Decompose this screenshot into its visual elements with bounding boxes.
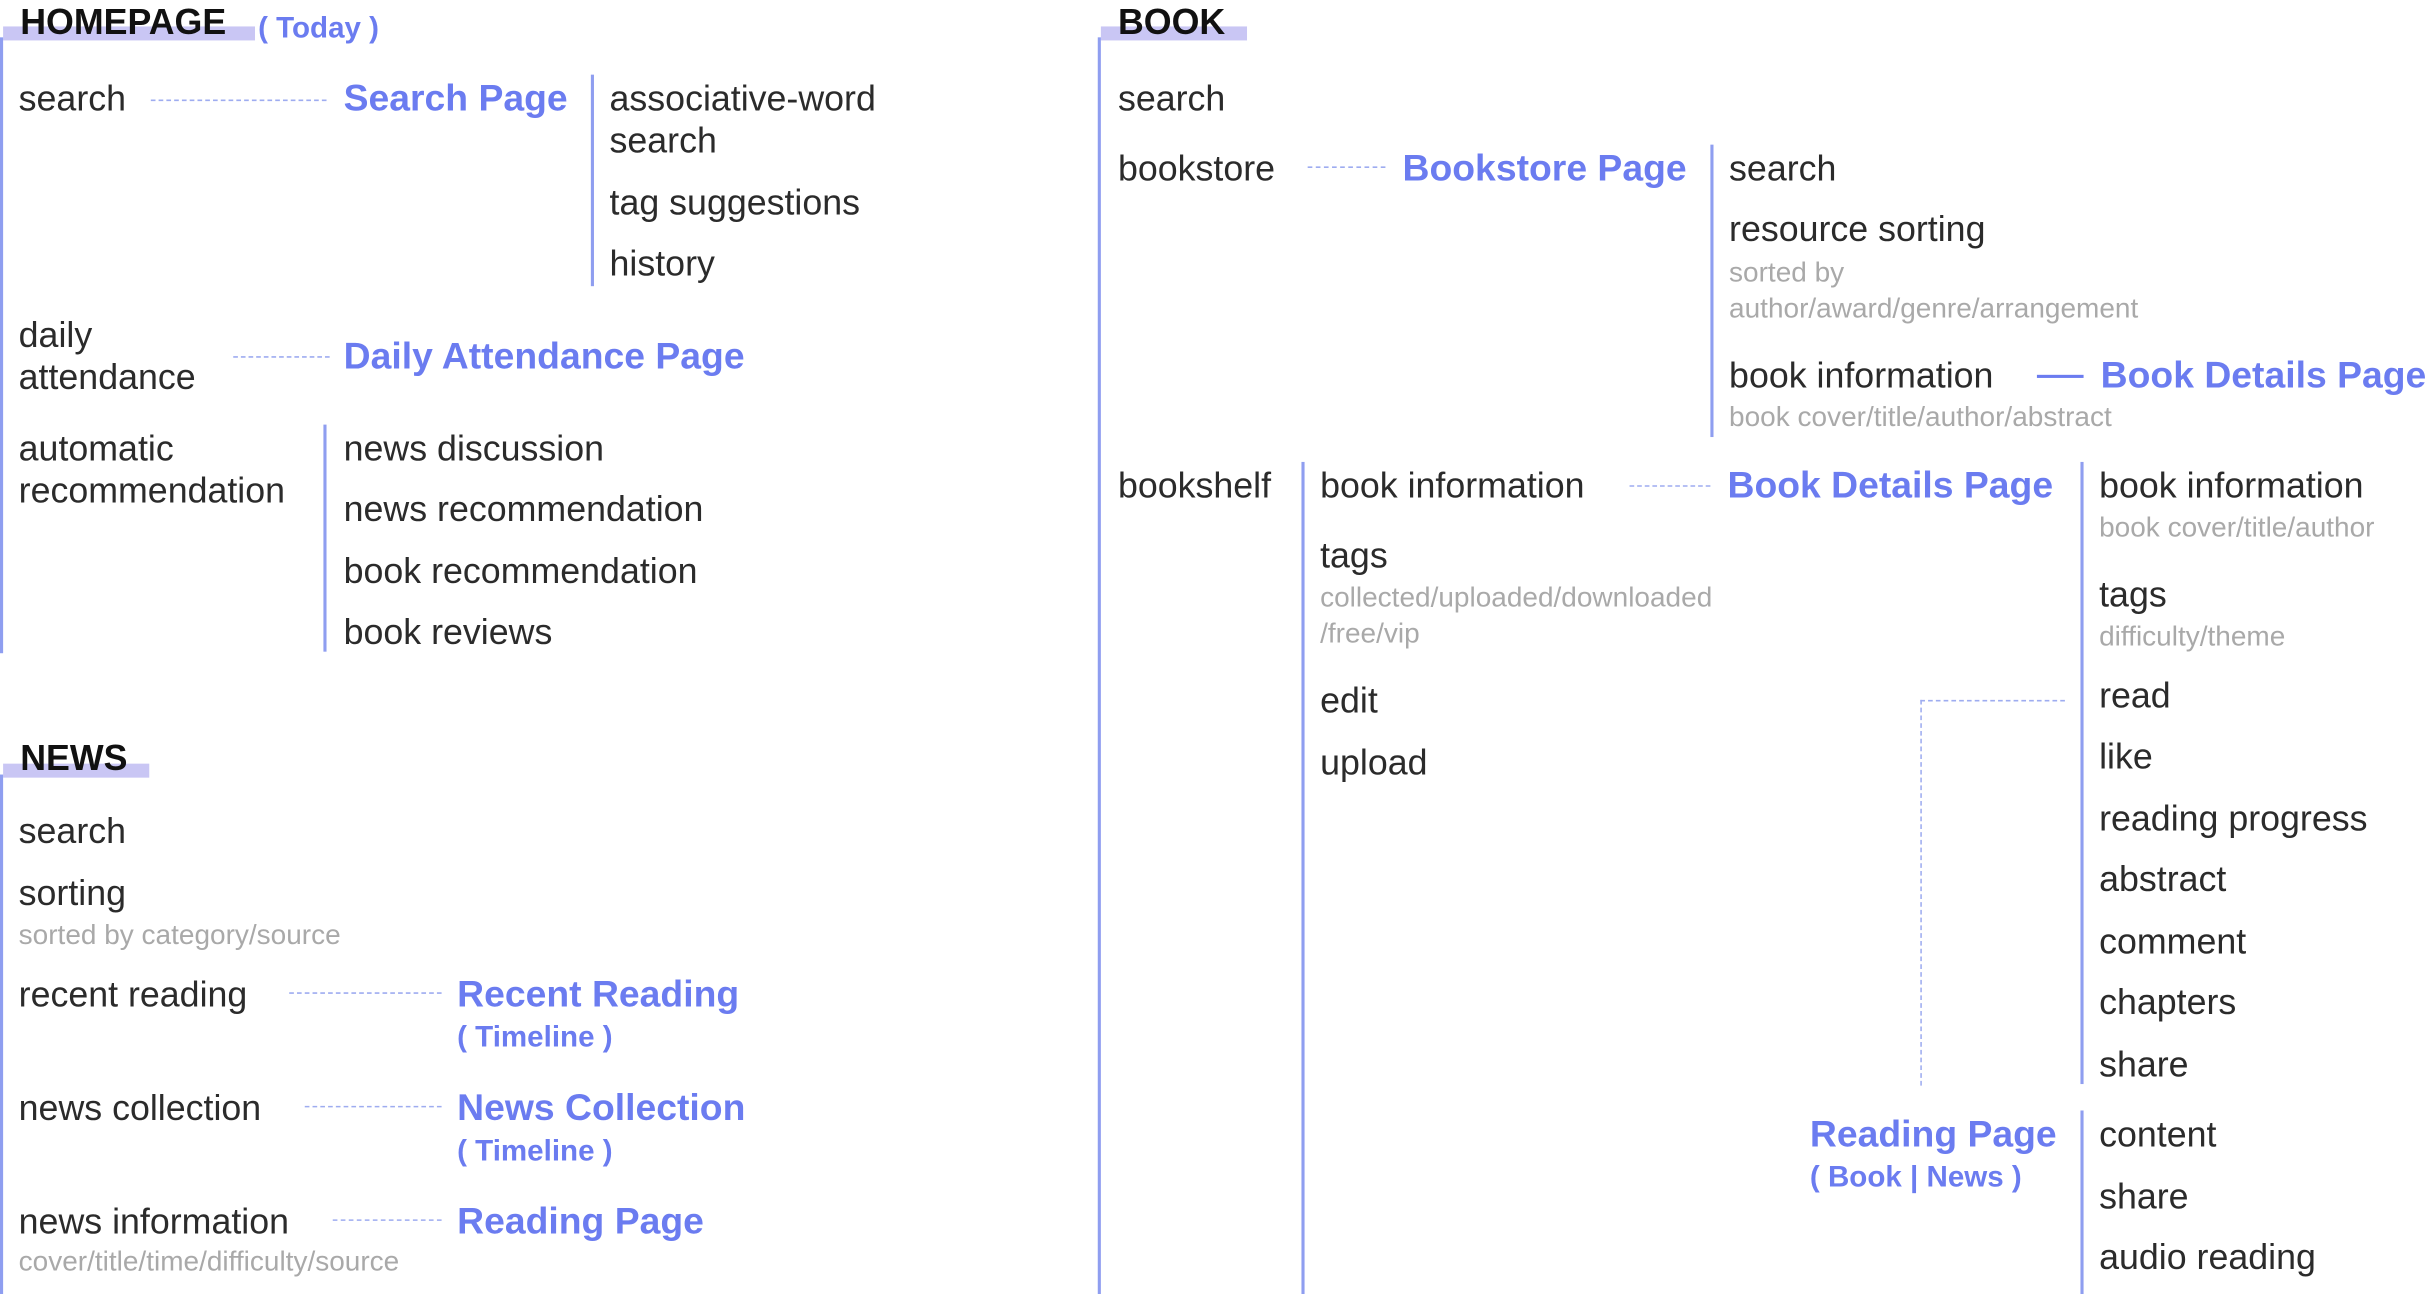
recent-timeline-note: ( Timeline ) (457, 1021, 613, 1055)
book-heading-highlight (1100, 26, 1248, 41)
homepage-heading-highlight (3, 26, 256, 41)
search-child-associative: associative-word (609, 77, 876, 119)
bookstore-bracket (1710, 144, 1714, 438)
bookstore-resource-sorting: resource sorting (1729, 208, 1986, 249)
details-tags: tags (2099, 573, 2167, 615)
book-bookshelf: bookshelf (1117, 465, 1272, 506)
bookshelf-edit: edit (1320, 679, 1378, 721)
auto-child-book-reviews: book reviews (343, 611, 553, 652)
bookshelf-book-information: book information (1320, 465, 1585, 506)
homepage-section-line (0, 37, 4, 654)
store-info-connector (2036, 374, 2084, 378)
bookstore-connector (1307, 166, 1386, 168)
homepage-daily: daily (18, 314, 93, 355)
bookshelf-tags: tags (1320, 535, 1388, 576)
news-recent-reading: recent reading (18, 973, 248, 1015)
search-page-label: Search Page (343, 77, 568, 120)
bookshelf-tags-sub-2: /free/vip (1320, 617, 1420, 649)
recent-connector (289, 992, 442, 994)
reading-page-scope-note: ( Book | News ) (1809, 1161, 2022, 1195)
bookstore-sorting-sub-2: author/award/genre/arrangement (1729, 292, 2139, 324)
details-chapters: chapters (2099, 981, 2237, 1022)
homepage-today-badge: ( Today ) (258, 12, 380, 46)
homepage-search-connector (150, 99, 327, 102)
book-details-bracket (2080, 461, 2084, 1085)
bookstore-book-information: book information (1729, 354, 1994, 396)
collection-connector (304, 1105, 442, 1108)
daily-connector (233, 356, 330, 358)
book-section-line (1097, 37, 1101, 1294)
news-collection: news collection (18, 1087, 262, 1128)
news-sorting-sub: sorted by category/source (18, 919, 341, 951)
bookstore-search: search (1729, 147, 1837, 189)
auto-child-news-recommendation: news recommendation (343, 488, 704, 529)
shelf-info-connector (1629, 485, 1711, 487)
details-share: share (2099, 1043, 2189, 1085)
homepage-search: search (18, 77, 127, 119)
details-info-sub: book cover/title/author (2099, 511, 2375, 543)
news-sorting: sorting (18, 872, 127, 913)
shelf-book-details-page-label: Book Details Page (1727, 465, 2054, 508)
homepage-heading: HOMEPAGE (20, 1, 227, 42)
reading-share: share (2099, 1175, 2189, 1217)
news-heading: NEWS (20, 737, 128, 778)
reading-content: content (2099, 1113, 2217, 1155)
news-reading-page-label: Reading Page (457, 1200, 704, 1243)
news-section-line (0, 774, 4, 1294)
details-comment: comment (2099, 920, 2247, 962)
bookshelf-upload: upload (1320, 741, 1428, 783)
book-bookstore: bookstore (1117, 147, 1276, 189)
news-heading-highlight (3, 763, 150, 778)
auto-child-news-discussion: news discussion (343, 427, 605, 469)
news-search: search (18, 810, 127, 851)
search-page-bracket (590, 74, 594, 287)
store-book-details-page-label: Book Details Page (2100, 354, 2427, 397)
book-heading: BOOK (1117, 1, 1226, 42)
reading-audio: audio reading (2099, 1236, 2316, 1277)
homepage-attendance: attendance (18, 356, 196, 397)
auto-bracket (323, 424, 327, 652)
news-information: news information (18, 1200, 289, 1242)
auto-child-book-recommendation: book recommendation (343, 550, 698, 592)
details-like: like (2099, 735, 2153, 777)
details-book-information: book information (2099, 465, 2364, 506)
search-child-tag-suggestions: tag suggestions (609, 181, 861, 223)
news-information-sub: cover/title/time/difficulty/source (18, 1245, 400, 1277)
bookstore-info-sub: book cover/title/author/abstract (1729, 401, 2112, 433)
news-info-connector (332, 1219, 442, 1221)
homepage-recommendation: recommendation (18, 469, 286, 511)
details-read: read (2099, 675, 2171, 716)
homepage-automatic: automatic (18, 427, 174, 469)
bookstore-sorting-sub-1: sorted by (1729, 256, 1845, 288)
search-child-search: search (609, 119, 717, 161)
search-child-history: history (609, 242, 715, 284)
bookshelf-bracket (1301, 461, 1305, 1294)
details-tags-sub: difficulty/theme (2099, 620, 2286, 652)
reading-page-label: Reading Page (1809, 1113, 2057, 1156)
reading-page-bracket (2080, 1110, 2084, 1294)
read-connector-vertical (1920, 699, 1922, 1086)
book-search: search (1117, 77, 1226, 119)
details-reading-progress: reading progress (2099, 797, 2368, 839)
recent-reading-page-label: Recent Reading (457, 973, 740, 1016)
bookshelf-tags-sub-1: collected/uploaded/downloaded (1320, 581, 1713, 613)
collection-timeline-note: ( Timeline ) (457, 1135, 613, 1169)
details-abstract: abstract (2099, 858, 2227, 899)
news-collection-page-label: News Collection (457, 1087, 746, 1130)
read-connector-horizontal (1920, 699, 2065, 702)
daily-attendance-page-label: Daily Attendance Page (343, 335, 745, 378)
bookstore-page-label: Bookstore Page (1402, 147, 1687, 190)
